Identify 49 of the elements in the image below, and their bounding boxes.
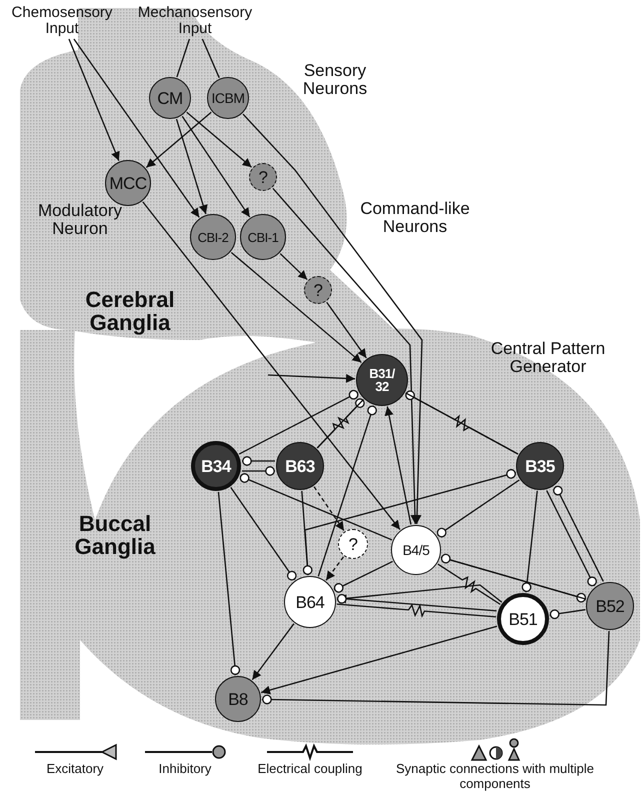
group-label: Central Pattern Generator (490, 340, 606, 376)
connection-line (268, 374, 356, 383)
connection-line (238, 390, 358, 455)
connection-line (186, 112, 252, 168)
connection-line (142, 201, 400, 530)
legend-label: Synaptic connections with multiple components (395, 762, 595, 792)
connection-line (146, 112, 212, 168)
connection-line (336, 584, 502, 604)
connection-line (218, 492, 240, 676)
connection-line (242, 456, 275, 466)
connection-line (202, 38, 220, 78)
connection-line (176, 38, 190, 78)
group-label: Sensory Neurons (302, 62, 368, 98)
connection-line (326, 556, 344, 581)
connection-line (230, 487, 297, 581)
connection-line (260, 626, 498, 694)
region-label: Cerebral Ganglia (84, 288, 176, 334)
connection-line (252, 623, 294, 680)
connection-line (553, 486, 604, 582)
connection-line (280, 253, 308, 280)
input-label: Chemosensory Input (0, 5, 124, 36)
connection-line (384, 406, 412, 525)
connection-line (314, 486, 345, 532)
connection-line (262, 630, 610, 706)
connection-line (73, 38, 200, 218)
connection-line (334, 560, 393, 593)
region-label: Buccal Ganglia (74, 512, 156, 558)
connection-line (301, 490, 312, 576)
connection-line (326, 302, 367, 358)
connection-line (546, 490, 597, 586)
connection-line (240, 473, 392, 541)
connection-line (318, 405, 377, 577)
connection-line (176, 118, 208, 214)
connection-line (522, 490, 538, 592)
connection-line (242, 466, 275, 476)
connection-line (230, 252, 362, 364)
legend-label: Inhibitory (158, 762, 212, 777)
legend-label: Excitatory (46, 762, 104, 777)
connection-line (272, 188, 420, 524)
connection-line (68, 38, 120, 162)
group-label: Command-like Neurons (359, 200, 471, 236)
connection-line (242, 114, 423, 524)
connection-line (436, 479, 520, 538)
electrical-coupling-line (438, 564, 501, 605)
input-label: Mechanosensory Input (127, 5, 263, 36)
electrical-coupling-line (336, 604, 496, 618)
connection-line (550, 609, 586, 620)
legend-label: Electrical coupling (258, 762, 362, 777)
connection-line (182, 116, 250, 218)
